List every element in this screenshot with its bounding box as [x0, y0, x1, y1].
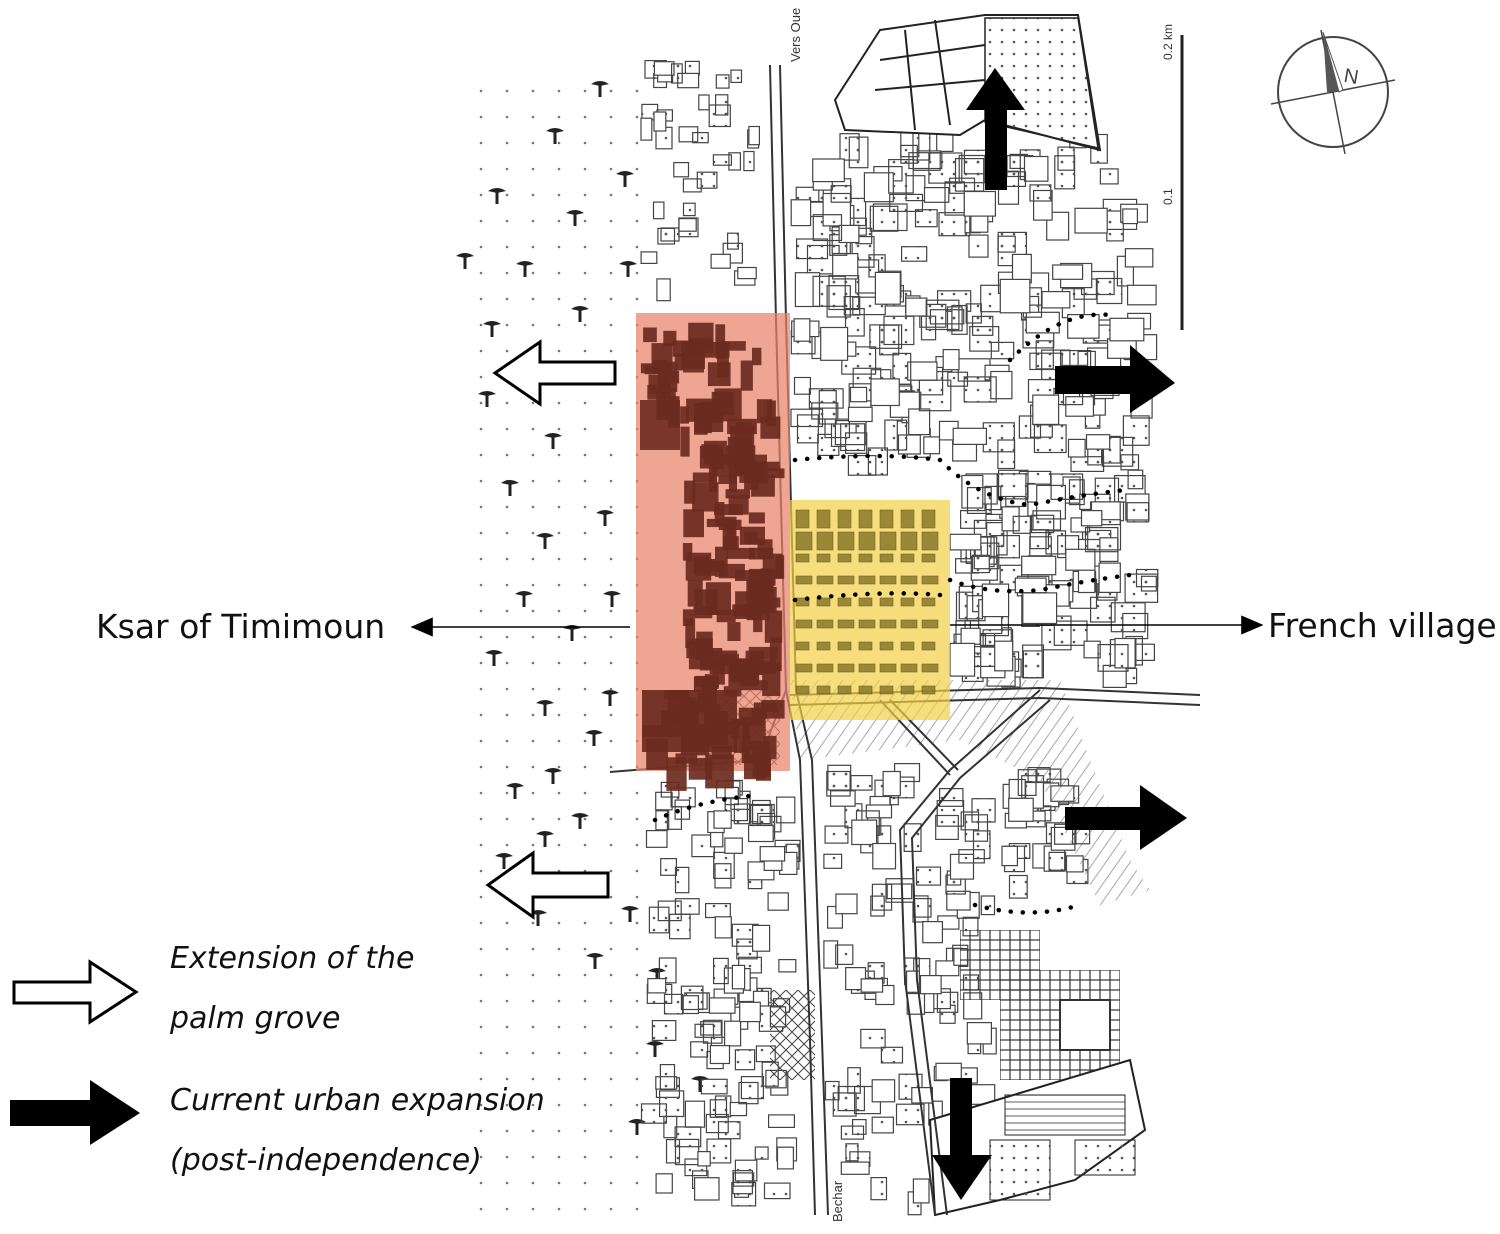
palm-icon	[544, 768, 562, 784]
palm-icon	[506, 783, 524, 799]
road-label-south: Bechar	[830, 1180, 845, 1222]
palm-icon	[515, 591, 533, 607]
ksar-label: Ksar of Timimoun	[96, 607, 386, 646]
main-road	[769, 64, 829, 1216]
palm-icon	[483, 321, 501, 337]
compass-north-label: N	[1342, 65, 1360, 89]
palm-icon	[566, 210, 584, 226]
crosshatch-zone	[770, 990, 815, 1080]
palm-icon	[495, 853, 513, 869]
palm-grove-dots	[460, 70, 640, 1220]
palm-icon	[485, 650, 503, 666]
urban-expansion-arrow-south	[932, 1078, 992, 1200]
palm-icon	[536, 831, 554, 847]
scale-label-top: 0.2 km	[1161, 24, 1175, 60]
palm-icon	[603, 591, 621, 607]
palm-icon	[601, 690, 619, 706]
scale-label-mid: 0.1	[1161, 188, 1175, 205]
palm-icon	[646, 1041, 664, 1057]
palm-icon	[571, 306, 589, 322]
south-parcels	[928, 1058, 1147, 1217]
legend-palm-label-2: palm grove	[170, 1001, 341, 1036]
legend-palm-label-1: Extension of the	[170, 941, 415, 976]
ksar-buildings	[640, 322, 785, 791]
palm-icon	[536, 700, 554, 716]
palm-grove-extension-arrow	[492, 339, 617, 407]
palm-icon	[501, 480, 519, 496]
palm-icon	[516, 261, 534, 277]
palm-icon	[585, 730, 603, 746]
palm-icon	[596, 510, 614, 526]
urban-expansion-arrow-north	[966, 68, 1025, 190]
palm-icon	[544, 433, 562, 449]
palm-trees	[456, 81, 709, 1135]
palm-icon	[619, 261, 637, 277]
palm-icon	[621, 906, 639, 922]
urban-expansion-arrow-east	[1055, 345, 1175, 413]
expansion-boundaries	[652, 312, 1133, 915]
palm-icon	[546, 128, 564, 144]
palm-icon	[616, 171, 634, 187]
palm-icon	[571, 813, 589, 829]
palm-icon	[456, 253, 474, 269]
north-parcels	[833, 14, 1102, 152]
dense-grid-clusters	[960, 930, 1120, 1080]
palm-grove-extension-arrow	[485, 850, 610, 920]
palm-icon	[478, 391, 496, 407]
hatched-zone	[790, 680, 1150, 905]
legend-urban-label-2: (post-independence)	[170, 1143, 482, 1178]
french-village-buildings	[795, 509, 939, 695]
compass-rose: N	[1270, 29, 1396, 155]
french-village-label: French village	[1268, 606, 1497, 645]
palm-icon	[536, 533, 554, 549]
legend-black-arrow-icon	[10, 1080, 140, 1145]
road-label-north: Vers Oue	[788, 8, 803, 62]
urban-expansion-arrow-east	[1065, 785, 1187, 850]
legend-hollow-arrow-icon	[12, 959, 139, 1025]
legend-urban-label-1: Current urban expansion	[170, 1083, 545, 1118]
palm-icon	[586, 953, 604, 969]
palm-icon	[591, 81, 609, 97]
palm-icon	[488, 188, 506, 204]
